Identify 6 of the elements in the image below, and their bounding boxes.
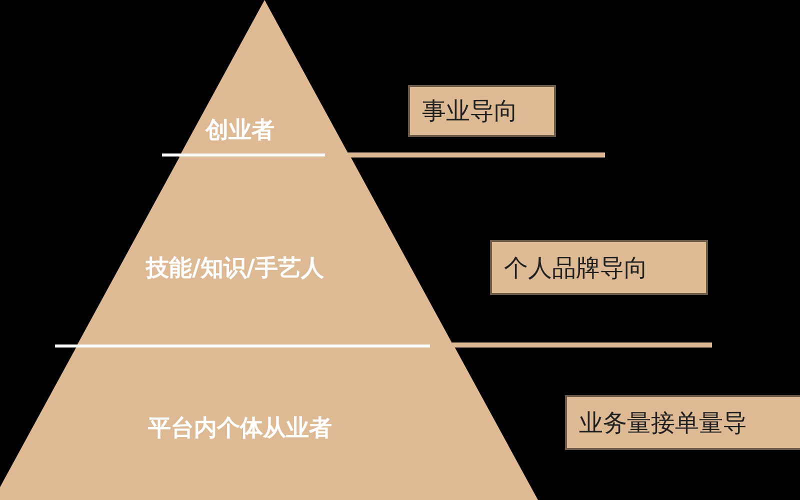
orientation-tag: 事业导向 [408,85,556,137]
orientation-tag: 业务量接单量导 [565,395,800,450]
orientation-tag: 个人品牌导向 [490,240,708,295]
tier-label: 创业者 [205,116,274,146]
tier-label: 技能/知识/手艺人 [146,254,324,284]
tier-label: 平台内个体从业者 [148,414,332,444]
